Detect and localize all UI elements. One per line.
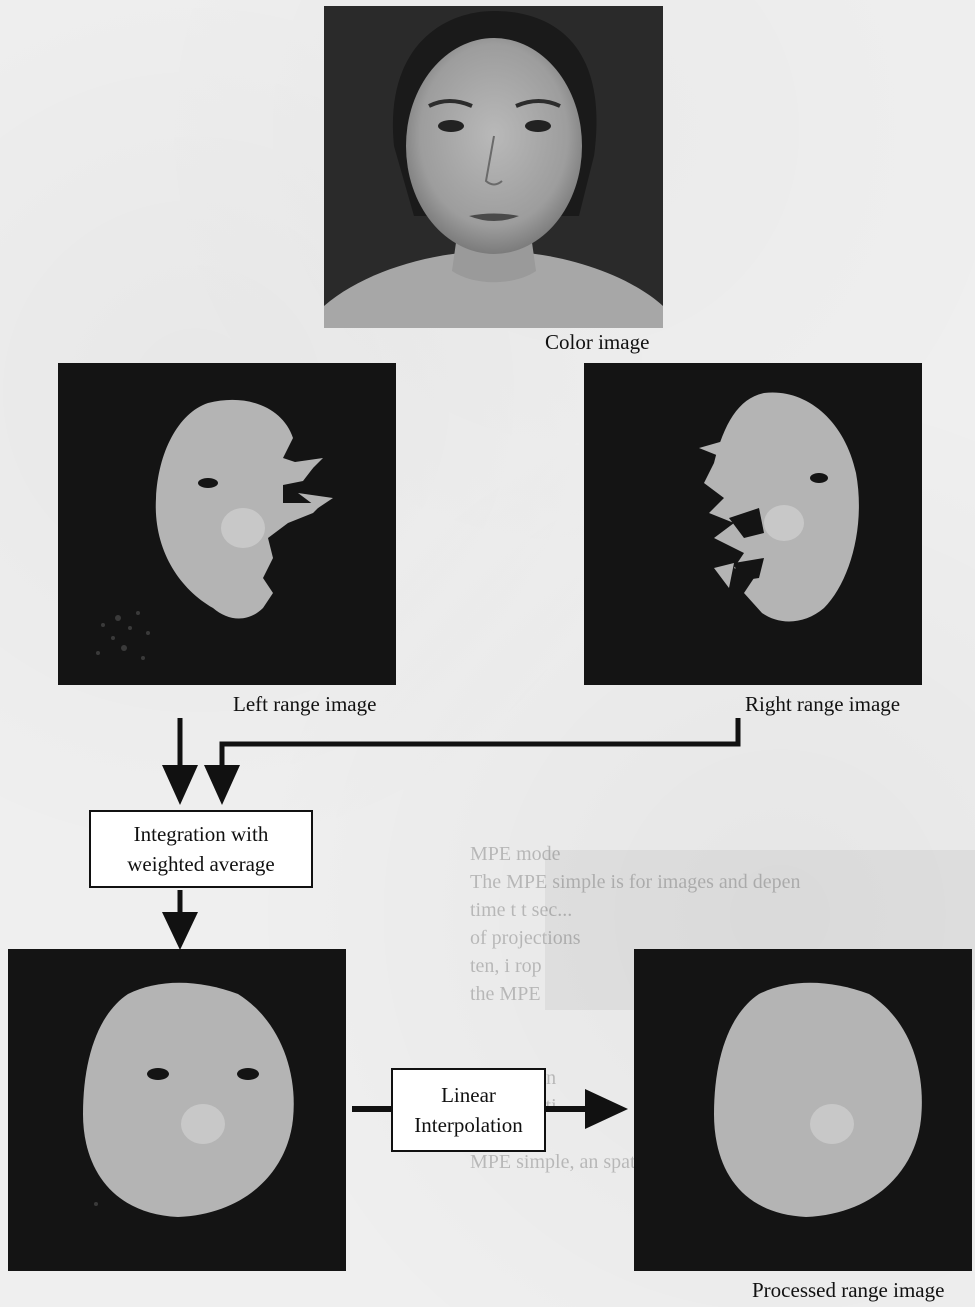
caption-left-range: Left range image: [233, 692, 376, 717]
color-image-photo: [324, 6, 663, 328]
processed-range-face-drawing: [634, 949, 972, 1271]
caption-color-image: Color image: [545, 330, 649, 355]
integration-weighted-average-box: Integration with weighted average: [89, 810, 313, 888]
arrowhead-integration-to-image: [162, 912, 198, 950]
arrow-right-to-integration: [222, 718, 738, 768]
left-range-image: [58, 363, 396, 685]
integration-line-2: weighted average: [127, 849, 275, 879]
face-photo-drawing: [324, 6, 663, 328]
right-range-face-drawing: [584, 363, 922, 685]
arrowhead-right-to-integration: [204, 765, 240, 805]
caption-right-range: Right range image: [745, 692, 900, 717]
caption-processed-range: Processed range image: [752, 1278, 944, 1303]
linear-interpolation-box: Linear Interpolation: [391, 1068, 546, 1152]
processed-range-image: [634, 949, 972, 1271]
integrated-range-image: [8, 949, 346, 1271]
arrowhead-left-to-integration: [162, 765, 198, 805]
left-range-face-drawing: [58, 363, 396, 685]
right-range-image: [584, 363, 922, 685]
interpolation-line-2: Interpolation: [414, 1110, 522, 1140]
interpolation-line-1: Linear: [414, 1080, 522, 1110]
integrated-range-face-drawing: [8, 949, 346, 1271]
integration-line-1: Integration with: [127, 819, 275, 849]
